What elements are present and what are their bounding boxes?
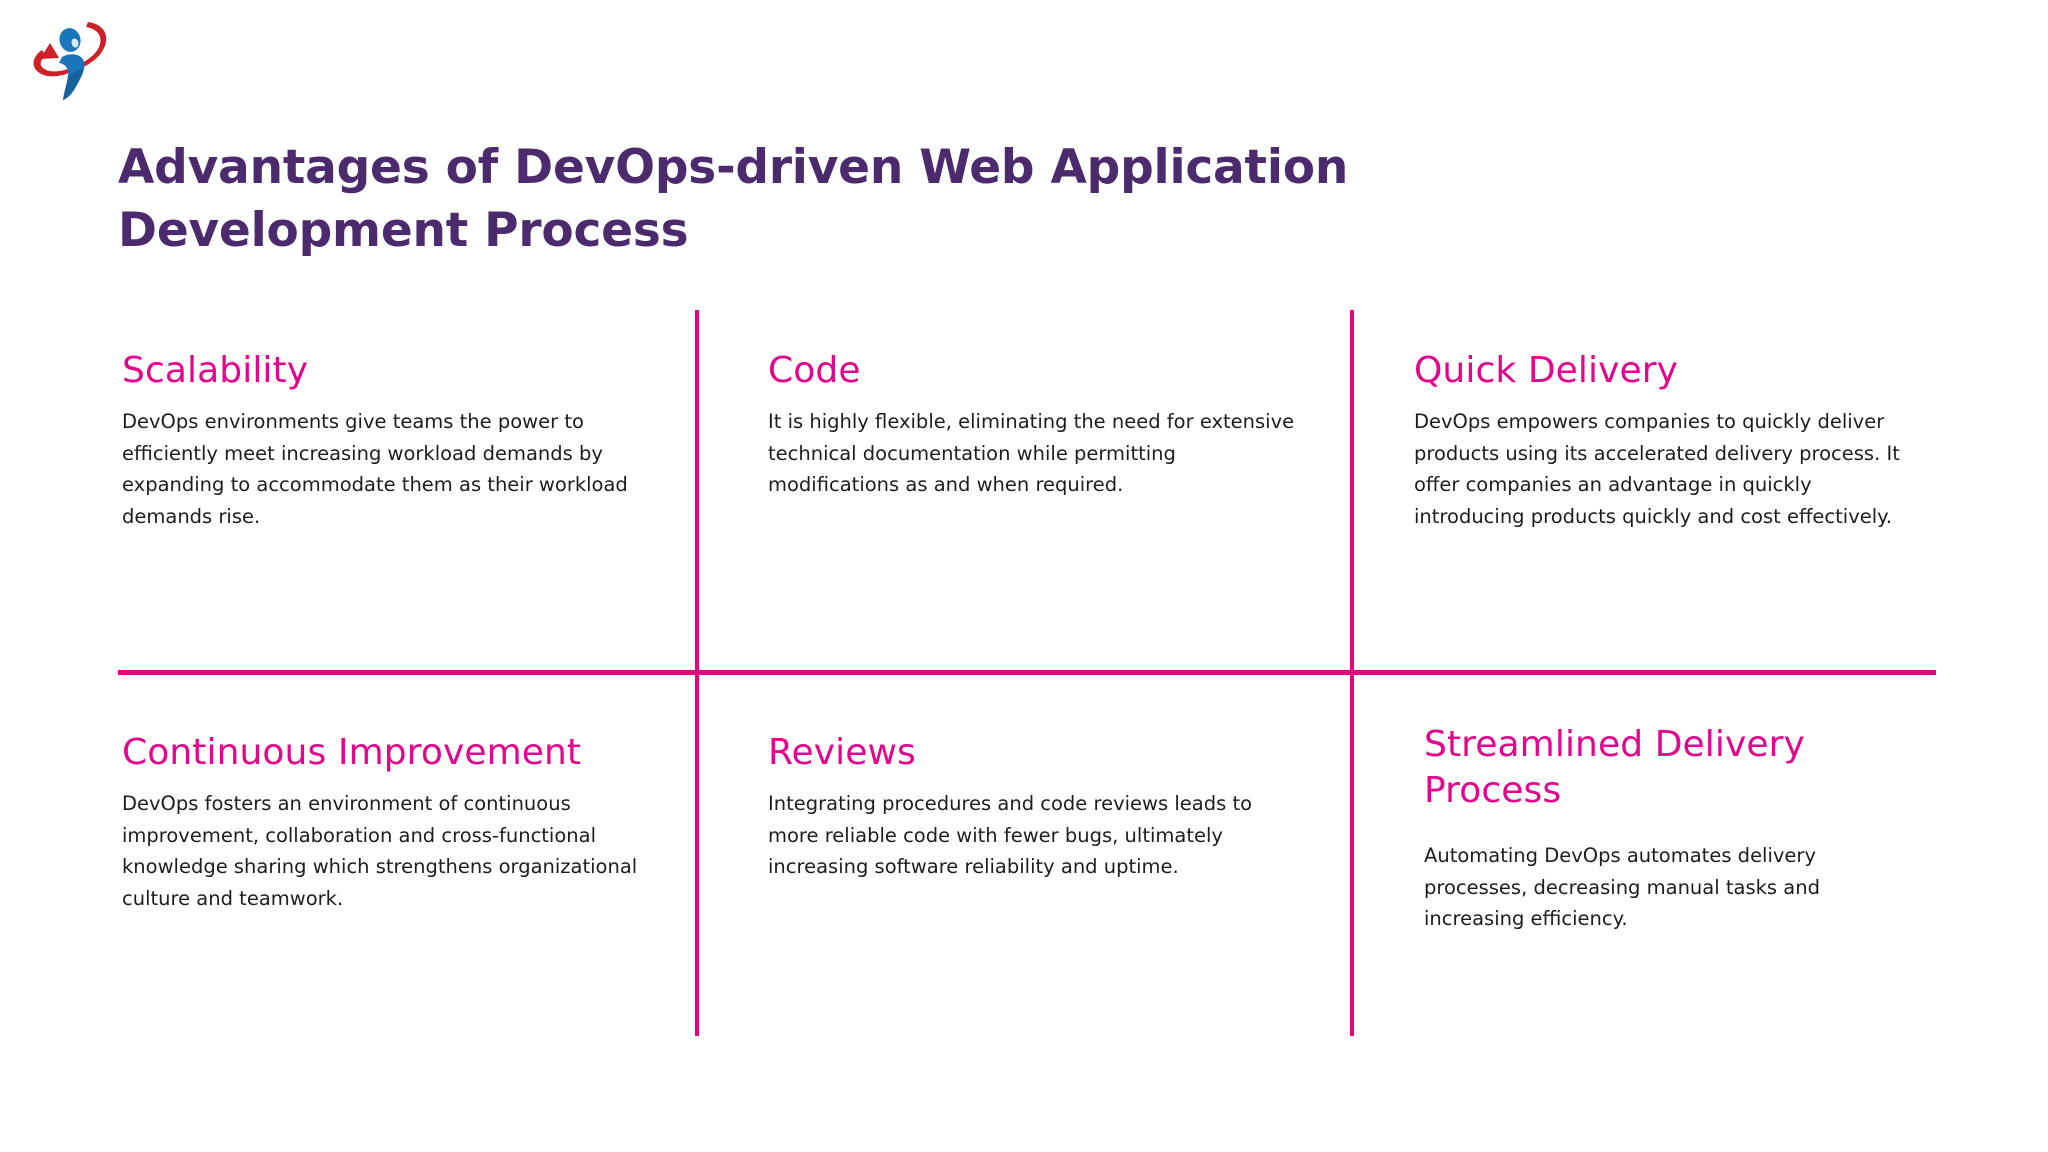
card-reviews: Reviews Integrating procedures and code … bbox=[768, 730, 1288, 883]
card-title-quick-delivery: Quick Delivery bbox=[1414, 350, 1679, 391]
card-code: Code It is highly flexible, eliminating … bbox=[768, 348, 1308, 501]
page-title-line-1: Advantages of DevOps-driven Web Applicat… bbox=[118, 140, 1349, 196]
card-title-code: Code bbox=[768, 350, 861, 391]
card-title-reviews: Reviews bbox=[768, 732, 916, 773]
card-body-code: It is highly flexible, eliminating the n… bbox=[768, 410, 1295, 497]
card-scalability: Scalability DevOps environments give tea… bbox=[122, 348, 642, 532]
page-title-line-2: Development Process bbox=[118, 203, 689, 259]
card-body-streamlined-delivery-process: Automating DevOps automates delivery pro… bbox=[1424, 844, 1820, 931]
card-title-scalability: Scalability bbox=[122, 350, 309, 391]
card-body-scalability: DevOps environments give teams the power… bbox=[122, 410, 628, 528]
card-continuous-improvement: Continuous Improvement DevOps fosters an… bbox=[122, 730, 642, 914]
card-body-reviews: Integrating procedures and code reviews … bbox=[768, 792, 1253, 879]
page-title: Advantages of DevOps-driven Web Applicat… bbox=[118, 137, 1438, 263]
divider-horizontal bbox=[118, 670, 1936, 675]
card-quick-delivery: Quick Delivery DevOps empowers companies… bbox=[1414, 348, 1914, 532]
card-body-continuous-improvement: DevOps fosters an environment of continu… bbox=[122, 792, 638, 910]
card-title-streamlined-delivery-process: Streamlined Delivery Process bbox=[1424, 724, 1805, 812]
company-logo-icon bbox=[26, 12, 112, 100]
card-title-continuous-improvement: Continuous Improvement bbox=[122, 732, 582, 773]
card-body-quick-delivery: DevOps empowers companies to quickly del… bbox=[1414, 410, 1900, 528]
card-streamlined-delivery-process: Streamlined Delivery Process Automating … bbox=[1424, 722, 1924, 935]
